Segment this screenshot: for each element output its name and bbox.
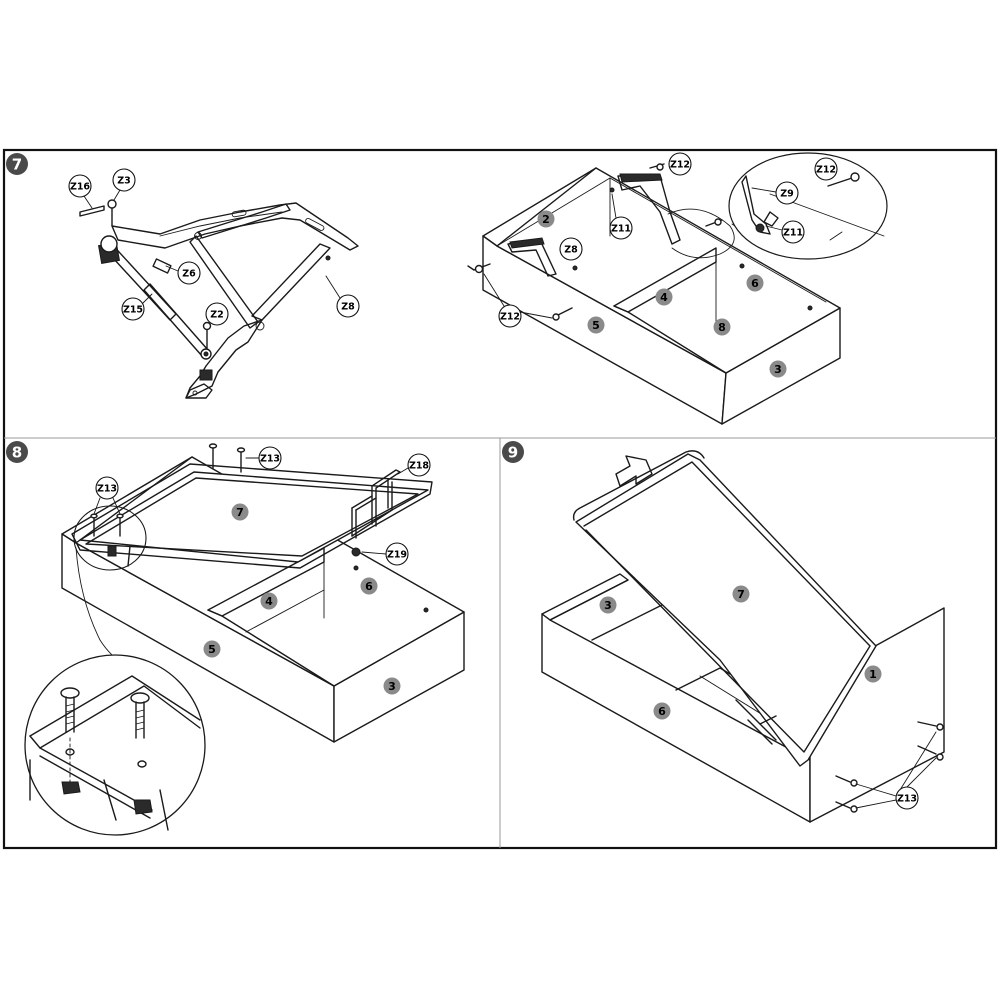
svg-text:Z9: Z9 xyxy=(780,189,794,200)
z16-callout: Z16 xyxy=(68,174,93,209)
step-8-panel: 8 xyxy=(6,441,465,836)
svg-text:6: 6 xyxy=(658,705,666,718)
headboard-panel xyxy=(809,607,945,823)
svg-text:Z16: Z16 xyxy=(70,182,90,193)
part-4-marker: 4 xyxy=(655,288,673,306)
svg-text:1: 1 xyxy=(869,668,877,681)
svg-text:Z12: Z12 xyxy=(816,165,836,176)
svg-text:4: 4 xyxy=(265,595,273,608)
z13-callout-top: Z13 xyxy=(245,446,282,470)
step-7-badge xyxy=(6,153,28,175)
part-6-marker-step9: 6 xyxy=(653,702,671,720)
svg-text:Z6: Z6 xyxy=(182,269,196,280)
lid-frame-step8 xyxy=(71,443,433,569)
svg-text:3: 3 xyxy=(604,599,612,612)
part-7-marker-step9: 7 xyxy=(732,585,750,603)
svg-text:8: 8 xyxy=(718,321,726,334)
z2-callout: Z2 xyxy=(205,302,229,326)
part-6-marker: 6 xyxy=(746,274,764,292)
hinge-detail-bubble xyxy=(667,152,888,260)
part-5-marker: 5 xyxy=(587,316,605,334)
z9-callout-detail: Z9 xyxy=(751,181,799,205)
z3-callout: Z3 xyxy=(112,168,136,201)
svg-text:Z13: Z13 xyxy=(260,454,280,465)
part-3-marker: 3 xyxy=(769,360,787,378)
z8-callout: Z8 xyxy=(325,275,360,318)
z11-callout-box: Z11 xyxy=(609,193,633,240)
part-1-marker-step9: 1 xyxy=(864,665,882,683)
svg-text:Z13: Z13 xyxy=(97,484,117,495)
z12-callout-detail: Z12 xyxy=(814,157,838,181)
part-3-marker-step9: 3 xyxy=(599,596,617,614)
step-8-badge xyxy=(6,441,28,463)
svg-text:2: 2 xyxy=(542,213,550,226)
svg-text:5: 5 xyxy=(208,643,216,656)
svg-text:Z11: Z11 xyxy=(783,228,803,239)
part-6-marker-step8: 6 xyxy=(360,577,378,595)
svg-text:Z12: Z12 xyxy=(670,160,690,171)
svg-text:Z15: Z15 xyxy=(123,305,143,316)
hinge-detail-ring xyxy=(73,505,147,571)
svg-text:Z11: Z11 xyxy=(611,224,631,235)
svg-text:4: 4 xyxy=(660,291,668,304)
svg-text:Z12: Z12 xyxy=(500,312,520,323)
z8-callout-box: Z8 xyxy=(559,237,583,261)
z13-callout-step9: Z13 xyxy=(895,786,919,810)
svg-text:3: 3 xyxy=(388,680,396,693)
svg-text:Z3: Z3 xyxy=(117,176,131,187)
lift-mechanism-frame xyxy=(79,199,359,399)
part-5-marker-step8: 5 xyxy=(203,640,221,658)
bolt-detail-bubble xyxy=(24,654,206,836)
svg-text:Z8: Z8 xyxy=(341,302,355,313)
headboard-screws xyxy=(835,721,944,813)
lifted-lid xyxy=(572,450,877,767)
step-9-badge xyxy=(502,441,524,463)
z12-callout-left: Z12 xyxy=(483,273,553,328)
step-7-panel: 7 xyxy=(6,152,888,425)
svg-text:3: 3 xyxy=(774,363,782,376)
z6-callout: Z6 xyxy=(165,261,201,285)
svg-text:7: 7 xyxy=(737,588,745,601)
part-4-marker-step8: 4 xyxy=(260,592,278,610)
z13-callout-left: Z13 xyxy=(93,476,121,515)
svg-text:6: 6 xyxy=(751,277,759,290)
step-8-number: 8 xyxy=(12,444,22,462)
step-7-number: 7 xyxy=(12,156,22,174)
z15-callout: Z15 xyxy=(121,293,153,321)
part-8-marker: 8 xyxy=(713,318,731,336)
svg-text:7: 7 xyxy=(236,506,244,519)
svg-text:Z19: Z19 xyxy=(387,550,407,561)
z12-callout-top: Z12 xyxy=(668,152,692,176)
part-7-marker-step8: 7 xyxy=(231,503,249,521)
svg-text:Z2: Z2 xyxy=(210,310,224,321)
step-9-panel: 9 xyxy=(502,441,945,823)
z19-callout: Z19 xyxy=(361,542,409,566)
svg-text:6: 6 xyxy=(365,580,373,593)
z18-callout: Z18 xyxy=(397,453,431,477)
svg-text:5: 5 xyxy=(592,319,600,332)
svg-text:Z8: Z8 xyxy=(564,245,578,256)
step-9-number: 9 xyxy=(508,444,518,462)
z11-callout-detail: Z11 xyxy=(765,220,805,244)
svg-text:Z18: Z18 xyxy=(409,461,429,472)
part-2-marker: 2 xyxy=(537,210,555,228)
svg-text:Z13: Z13 xyxy=(897,794,917,805)
part-3-marker-step8: 3 xyxy=(383,677,401,695)
